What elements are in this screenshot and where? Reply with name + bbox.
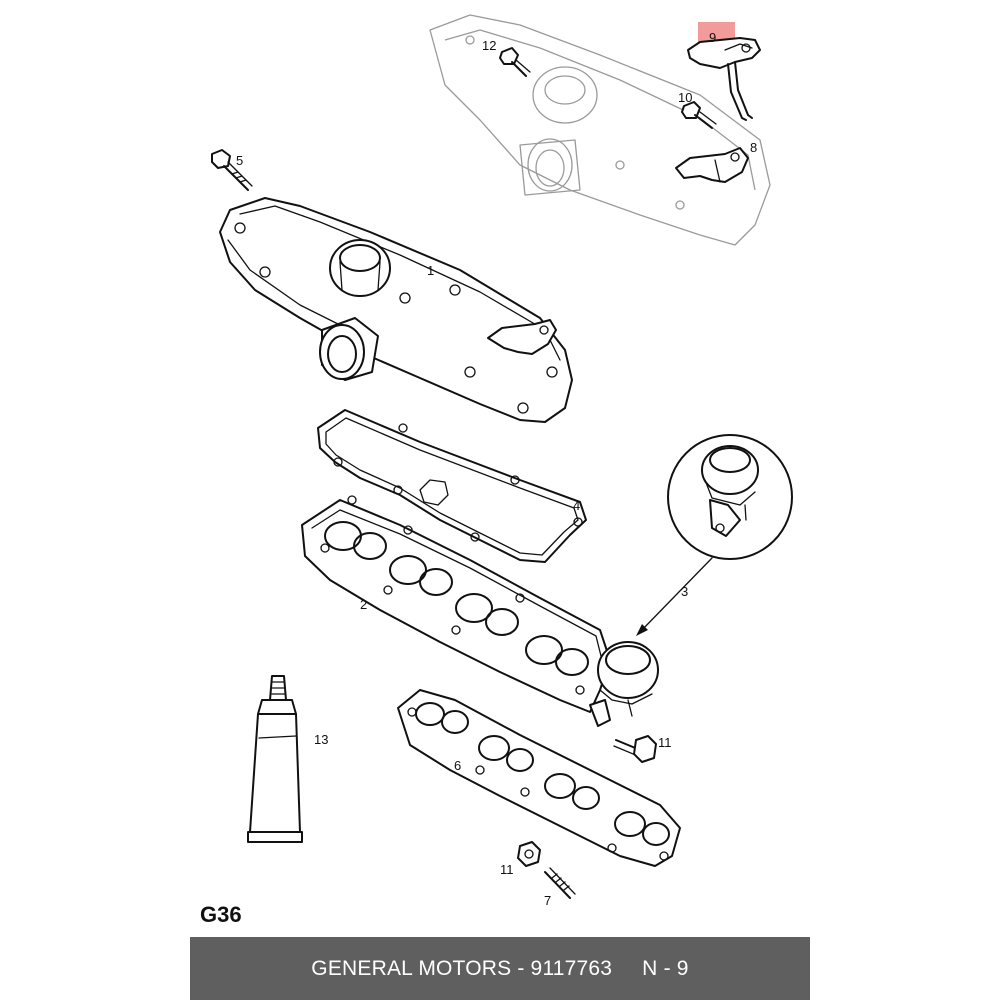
part-2-gasket[interactable] xyxy=(301,495,611,713)
footer-part-number: GENERAL MOTORS - 9117763 xyxy=(311,956,613,980)
callout-12: 12 xyxy=(482,38,496,53)
part-11-nut-lower[interactable] xyxy=(517,841,541,867)
part-13-sealant-tube[interactable] xyxy=(247,675,303,843)
part-3-valve-installed[interactable] xyxy=(589,641,659,727)
callout-10: 10 xyxy=(678,90,692,105)
part-9-sensor[interactable] xyxy=(687,37,761,121)
part-10-bolt[interactable] xyxy=(681,101,717,129)
part-6-gasket[interactable] xyxy=(397,689,681,867)
page-code: G36 xyxy=(200,902,242,927)
part-8-bracket[interactable] xyxy=(675,147,749,183)
callout-1: 1 xyxy=(427,263,434,278)
callout-2: 2 xyxy=(360,597,367,612)
part-7-stud[interactable] xyxy=(544,867,576,899)
callout-11-lower: 11 xyxy=(500,862,514,877)
footer-position: N - 9 xyxy=(642,956,689,980)
callout-4: 4 xyxy=(573,498,580,513)
part-4-gasket[interactable] xyxy=(317,409,587,563)
part-3-leader-arrow xyxy=(636,557,713,636)
part-3-detail-view[interactable] xyxy=(667,434,793,560)
callout-13: 13 xyxy=(314,732,328,747)
callout-3: 3 xyxy=(681,584,688,599)
callout-5: 5 xyxy=(236,153,243,168)
part-11-bolt-upper[interactable] xyxy=(613,735,657,763)
part-5-bolt[interactable] xyxy=(211,149,253,191)
part-1-manifold[interactable] xyxy=(219,197,573,423)
footer-bar: GENERAL MOTORS - 9117763 N - 9 xyxy=(190,937,810,1000)
callout-6: 6 xyxy=(454,758,461,773)
callout-8: 8 xyxy=(750,140,757,155)
part-12-bolt[interactable] xyxy=(499,47,531,77)
callout-7: 7 xyxy=(544,893,551,908)
callout-9: 9 xyxy=(709,30,716,45)
callout-11-upper: 11 xyxy=(658,735,672,750)
ghost-manifold-outline xyxy=(429,14,771,246)
